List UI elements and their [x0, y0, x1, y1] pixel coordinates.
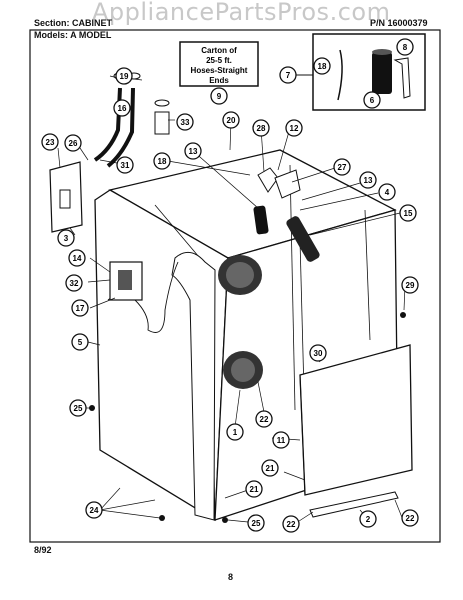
callout-c3: 3: [57, 229, 75, 247]
callout-c17: 17: [71, 299, 89, 317]
callout-number: 20: [227, 116, 236, 125]
callout-c28: 28: [252, 119, 270, 137]
callout-number: 6: [370, 96, 375, 105]
callout-number: 29: [406, 281, 415, 290]
callout-c18b: 18: [313, 57, 331, 75]
callout-number: 22: [287, 520, 296, 529]
callout-number: 13: [189, 147, 198, 156]
foam-cylinder: [372, 52, 392, 94]
bottom-rail: [309, 491, 399, 518]
callout-c22c: 22: [401, 509, 419, 527]
hose-long: [286, 216, 320, 262]
callout-number: 24: [90, 506, 99, 515]
callout-c14: 14: [68, 249, 86, 267]
page-number: 8: [228, 572, 234, 582]
callout-c22b: 22: [282, 515, 300, 533]
callout-c24: 24: [85, 501, 103, 519]
callout-number: 13: [364, 176, 373, 185]
callout-number: 12: [290, 124, 299, 133]
front-wall: [171, 251, 216, 521]
callout-c4: 4: [378, 183, 396, 201]
callout-c27: 27: [333, 158, 351, 176]
callout-c11: 11: [272, 431, 290, 449]
callout-number: 28: [257, 124, 266, 133]
callout-c18: 18: [153, 152, 171, 170]
callout-c19: 19: [115, 67, 133, 85]
callout-number: 11: [277, 436, 286, 445]
callout-number: 9: [217, 92, 222, 101]
callout-number: 32: [70, 279, 79, 288]
callout-number: 1: [233, 428, 238, 437]
callout-number: 15: [404, 209, 413, 218]
callout-number: 26: [69, 139, 78, 148]
callout-c16: 16: [113, 99, 131, 117]
part-number: P/N 16000379: [370, 18, 428, 28]
callout-c5: 5: [71, 333, 89, 351]
carton-line-3: Hoses-Straight: [191, 66, 248, 75]
callout-c20: 20: [222, 111, 240, 129]
callout-c32: 32: [65, 274, 83, 292]
callout-c33: 33: [176, 113, 194, 131]
watermark: AppliancePartsPros.com: [92, 0, 391, 26]
callout-number: 17: [76, 304, 85, 313]
callout-number: 4: [385, 188, 390, 197]
callout-c9: 9: [210, 87, 228, 105]
callout-number: 14: [73, 254, 82, 263]
callout-number: 19: [120, 72, 129, 81]
callout-number: 3: [64, 234, 69, 243]
model-label: Models: A MODEL: [34, 30, 112, 40]
callout-number: 22: [260, 415, 269, 424]
callout-number: 22: [406, 514, 415, 523]
callout-number: 30: [314, 349, 323, 358]
callout-c25: 25: [69, 399, 87, 417]
callout-c6: 6: [363, 91, 381, 109]
callout-c21b: 21: [245, 480, 263, 498]
callout-c1: 1: [226, 423, 244, 441]
hose-short: [253, 205, 269, 235]
callout-number: 2: [366, 515, 371, 524]
callout-c13: 13: [184, 142, 202, 160]
callout-number: 7: [286, 71, 291, 80]
footer-date: 8/92: [34, 545, 52, 555]
callout-number: 21: [250, 485, 259, 494]
callout-number: 18: [318, 62, 327, 71]
carton-line-2: 25-5 ft.: [206, 56, 232, 65]
carton-line-4: Ends: [209, 76, 229, 85]
callout-c25b: 25: [247, 514, 265, 532]
callout-c7: 7: [279, 66, 297, 84]
callout-number: 23: [46, 138, 55, 147]
callout-c30: 30: [309, 344, 327, 362]
carton-box: [179, 41, 259, 87]
callout-c12: 12: [285, 119, 303, 137]
callout-number: 25: [252, 519, 261, 528]
screen-part: [154, 111, 170, 135]
callout-c22: 22: [255, 410, 273, 428]
callout-number: 27: [338, 163, 347, 172]
callout-c21: 21: [261, 459, 279, 477]
callout-c31: 31: [116, 156, 134, 174]
callout-number: 33: [181, 118, 190, 127]
callout-number: 16: [118, 104, 127, 113]
callout-number: 21: [266, 464, 275, 473]
callout-c29: 29: [401, 276, 419, 294]
carton-line-1: Carton of: [201, 46, 237, 55]
bracket-part: [49, 161, 83, 233]
callout-c8: 8: [396, 38, 414, 56]
callout-number: 5: [78, 338, 83, 347]
clip-part: [393, 57, 411, 99]
callout-c23: 23: [41, 133, 59, 151]
callout-c13b: 13: [359, 171, 377, 189]
callout-number: 31: [121, 161, 130, 170]
callout-c15: 15: [399, 204, 417, 222]
callout-c26: 26: [64, 134, 82, 152]
strap-part: [337, 49, 343, 101]
callout-number: 25: [74, 404, 83, 413]
callout-c2: 2: [359, 510, 377, 528]
callout-number: 8: [403, 43, 408, 52]
section-label: Section: CABINET: [34, 18, 113, 28]
callout-number: 18: [158, 157, 167, 166]
